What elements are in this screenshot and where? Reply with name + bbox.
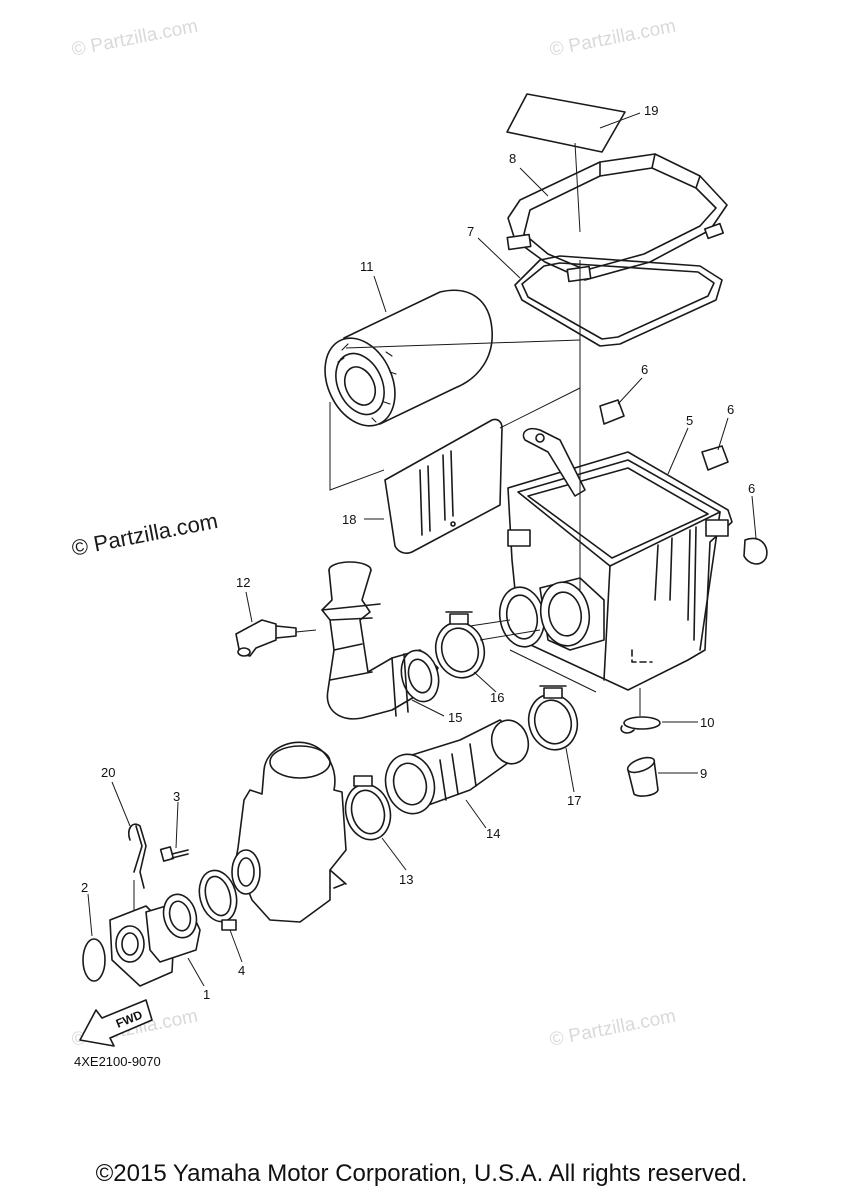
part-10-clamp[interactable] bbox=[620, 716, 661, 734]
callout-5: 5 bbox=[686, 413, 693, 428]
callout-13: 13 bbox=[399, 872, 413, 887]
callout-6b: 6 bbox=[727, 402, 734, 417]
part-18-plate[interactable] bbox=[384, 418, 503, 554]
callout-6a: 6 bbox=[641, 362, 648, 377]
diagram-code: 4XE2100-9070 bbox=[74, 1054, 161, 1069]
callout-11: 11 bbox=[360, 259, 374, 274]
part-14-joint[interactable] bbox=[379, 716, 533, 819]
callout-6c: 6 bbox=[748, 481, 755, 496]
callout-numbers: 19 8 7 11 6 6 5 6 18 12 16 10 15 9 20 3 … bbox=[81, 103, 755, 1002]
callout-3: 3 bbox=[173, 789, 180, 804]
part-5-air-filter-case[interactable] bbox=[495, 427, 733, 691]
forward-arrow-icon: FWD bbox=[79, 999, 153, 1047]
part-9-cap[interactable] bbox=[626, 755, 659, 797]
part-11-element[interactable] bbox=[312, 289, 493, 437]
part-19-label[interactable] bbox=[506, 93, 626, 153]
part-6-clip[interactable] bbox=[599, 399, 768, 565]
callout-7: 7 bbox=[467, 224, 474, 239]
part-15-joint[interactable] bbox=[321, 561, 444, 720]
callout-10: 10 bbox=[700, 715, 714, 730]
part-1-carburetor-joint[interactable] bbox=[109, 891, 201, 987]
callout-17: 17 bbox=[567, 793, 581, 808]
callout-9: 9 bbox=[700, 766, 707, 781]
callout-8: 8 bbox=[509, 151, 516, 166]
callout-14: 14 bbox=[486, 826, 500, 841]
callout-16: 16 bbox=[490, 690, 504, 705]
carburetor-outline bbox=[231, 741, 347, 923]
part-12-hose-fitting[interactable] bbox=[235, 619, 297, 657]
part-3-bolt[interactable] bbox=[159, 846, 189, 862]
callout-18: 18 bbox=[342, 512, 356, 527]
part-4-hose-clamp[interactable] bbox=[194, 866, 242, 931]
part-17-hose-clamp[interactable] bbox=[523, 685, 584, 755]
part-2-o-ring[interactable] bbox=[82, 938, 106, 982]
part-13-hose-clamp[interactable] bbox=[340, 775, 397, 845]
assembly-lines bbox=[133, 142, 641, 910]
callout-15: 15 bbox=[448, 710, 462, 725]
callout-4: 4 bbox=[238, 963, 245, 978]
callout-2: 2 bbox=[81, 880, 88, 895]
part-16-hose-clamp[interactable] bbox=[430, 611, 491, 683]
callout-20: 20 bbox=[101, 765, 115, 780]
callout-leaders bbox=[87, 112, 757, 987]
callout-12: 12 bbox=[236, 575, 250, 590]
callout-19: 19 bbox=[644, 103, 658, 118]
callout-1: 1 bbox=[203, 987, 210, 1002]
part-7-gasket[interactable] bbox=[514, 255, 723, 347]
part-8-case-cap[interactable] bbox=[506, 153, 728, 283]
copyright-notice: ©2015 Yamaha Motor Corporation, U.S.A. A… bbox=[95, 1160, 748, 1187]
part-20-clip[interactable] bbox=[127, 823, 147, 889]
